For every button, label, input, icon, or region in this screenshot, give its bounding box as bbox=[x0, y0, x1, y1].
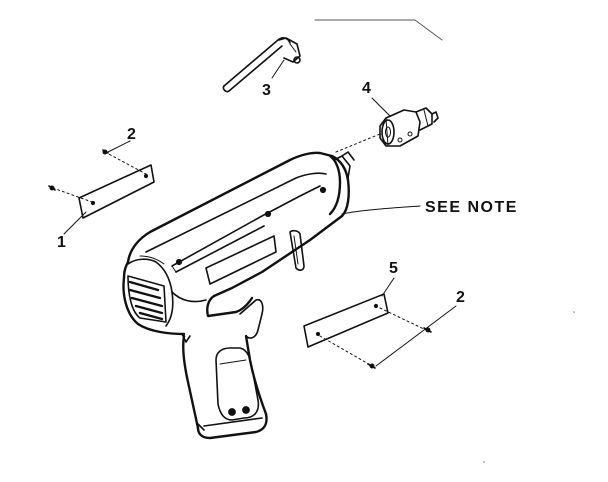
see-note-label: SEE NOTE bbox=[425, 199, 518, 216]
drill-body bbox=[122, 151, 355, 440]
callout-5: 5 bbox=[389, 260, 398, 277]
callout-4: 4 bbox=[362, 80, 371, 97]
part-5-nameplate bbox=[303, 293, 389, 348]
part-3-chuck-key bbox=[222, 37, 301, 93]
callout-3: 3 bbox=[262, 82, 271, 99]
leader-3 bbox=[271, 59, 285, 79]
scan-speck bbox=[573, 311, 575, 313]
part-2-screws-upper bbox=[48, 149, 147, 203]
part-1-nameplate bbox=[78, 164, 155, 219]
part-4-chuck bbox=[335, 107, 439, 153]
callout-2-upper: 2 bbox=[127, 126, 136, 143]
leader-2-upper bbox=[107, 140, 131, 153]
scan-artifact-line bbox=[314, 19, 443, 41]
scan-speck bbox=[483, 461, 485, 463]
callout-1: 1 bbox=[57, 234, 66, 251]
leader-2-lower bbox=[375, 305, 457, 367]
callout-2-lower: 2 bbox=[456, 289, 465, 306]
leader-1 bbox=[63, 211, 87, 235]
leader-4 bbox=[371, 97, 391, 117]
leader-see-note bbox=[341, 205, 421, 215]
part-2-screws-lower bbox=[319, 307, 432, 369]
leader-5 bbox=[381, 277, 395, 297]
